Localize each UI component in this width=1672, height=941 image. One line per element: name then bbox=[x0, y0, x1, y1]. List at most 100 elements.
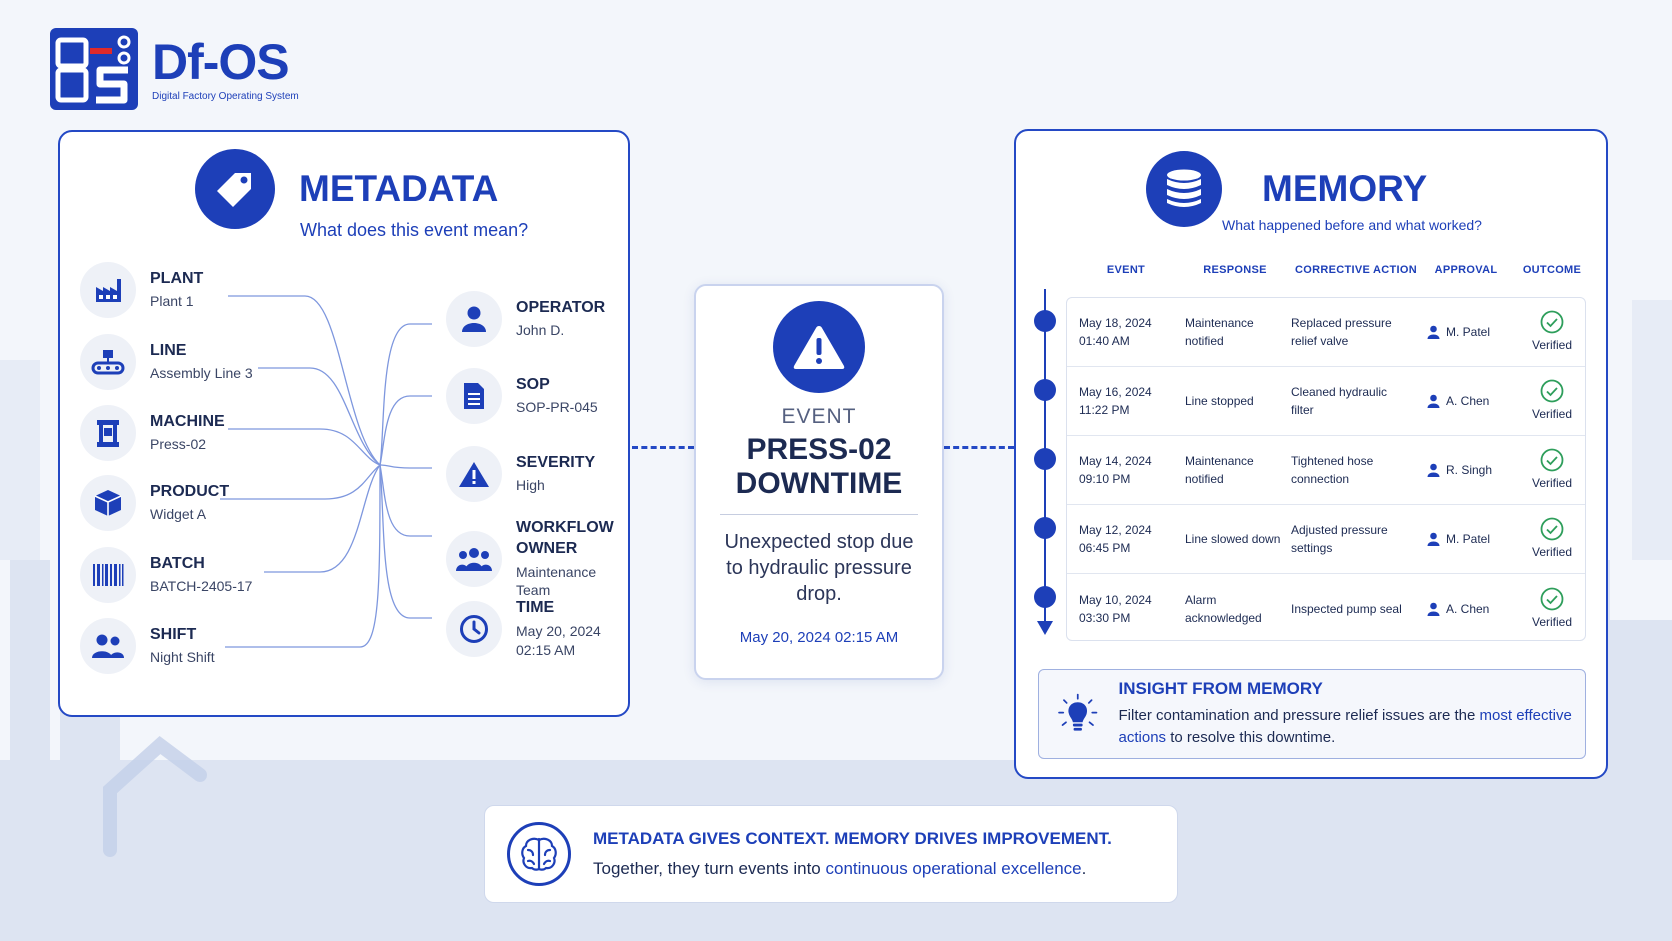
shift-label: SHIFT bbox=[150, 625, 197, 643]
batch-label: BATCH bbox=[150, 554, 205, 572]
plant-value: Plant 1 bbox=[150, 293, 194, 310]
event-card: EVENT PRESS-02 DOWNTIME Unexpected stop … bbox=[694, 284, 944, 680]
event-title: PRESS-02 DOWNTIME bbox=[735, 433, 903, 500]
col-approval: APPROVAL bbox=[1434, 264, 1498, 276]
sop-label: SOP bbox=[516, 375, 550, 393]
brand-logo: Df-OS Digital Factory Operating System bbox=[50, 28, 299, 110]
workflow-owner-value: Maintenance Team bbox=[516, 563, 597, 599]
footer-highlight: continuous operational excellence bbox=[825, 859, 1082, 878]
row-approver: A. Chen bbox=[1446, 601, 1490, 616]
insight-text: Filter contamination and pressure relief… bbox=[1118, 707, 1572, 746]
row-outcome: Verified bbox=[1531, 476, 1573, 490]
sop-value: SOP-PR-045 bbox=[516, 399, 598, 416]
conveyor-icon bbox=[80, 334, 136, 390]
meta-item-operator: OPERATOR John D. bbox=[446, 291, 605, 347]
brand-name: Df-OS bbox=[152, 33, 290, 90]
meta-item-sop: SOP SOP-PR-045 bbox=[446, 368, 598, 424]
metadata-subtitle: What does this event mean? bbox=[300, 220, 529, 240]
row-time: 09:10 PM bbox=[1079, 472, 1131, 486]
check-circle-icon bbox=[1540, 448, 1564, 472]
document-icon bbox=[446, 368, 502, 424]
check-circle-icon bbox=[1540, 379, 1564, 403]
insight-highlight: most effective actions bbox=[1118, 707, 1572, 746]
memory-subtitle: What happened before and what worked? bbox=[1222, 217, 1482, 233]
machine-value: Press-02 bbox=[150, 436, 207, 453]
event-description: Unexpected stop due to hydraulic pressur… bbox=[724, 531, 914, 606]
user-icon bbox=[1427, 325, 1440, 339]
insight-box: INSIGHT FROM MEMORY Filter contamination… bbox=[1038, 669, 1586, 759]
table-row: May 14, 2024 09:10 PM Maintenance notifie… bbox=[1067, 436, 1585, 505]
col-corrective-action: CORRECTIVE ACTION bbox=[1294, 264, 1418, 276]
timeline-dot bbox=[1034, 310, 1056, 332]
plant-label: PLANT bbox=[150, 269, 204, 287]
row-response: Maintenance notified bbox=[1185, 454, 1254, 486]
col-event: EVENT bbox=[1106, 264, 1146, 276]
severity-label: SEVERITY bbox=[516, 453, 596, 471]
row-outcome: Verified bbox=[1531, 545, 1573, 559]
user-icon bbox=[1427, 602, 1440, 616]
row-action: Replaced pressure relief valve bbox=[1291, 316, 1392, 348]
metadata-header: METADATA bbox=[195, 149, 498, 229]
row-time: 01:40 AM bbox=[1079, 334, 1130, 348]
line-value: Assembly Line 3 bbox=[150, 365, 253, 382]
summary-footer: METADATA GIVES CONTEXT. MEMORY DRIVES IM… bbox=[484, 805, 1178, 903]
user-icon bbox=[1427, 394, 1440, 408]
operator-label: OPERATOR bbox=[516, 298, 606, 316]
row-response: Maintenance notified bbox=[1185, 316, 1254, 348]
meta-item-machine: MACHINE Press-02 bbox=[80, 405, 225, 461]
brand-tagline: Digital Factory Operating System bbox=[152, 90, 299, 102]
meta-item-line: LINE Assembly Line 3 bbox=[80, 334, 253, 390]
check-circle-icon bbox=[1540, 587, 1564, 610]
row-approver: M. Patel bbox=[1446, 532, 1491, 546]
timeline-dot bbox=[1034, 448, 1056, 470]
workflow-owner-label: WORKFLOW OWNER bbox=[516, 519, 614, 557]
event-divider bbox=[720, 514, 918, 516]
user-icon bbox=[446, 291, 502, 347]
row-action: Adjusted pressure settings bbox=[1291, 523, 1388, 555]
row-date: May 14, 2024 bbox=[1079, 454, 1152, 468]
meta-item-time: TIME May 20, 2024 02:15 AM bbox=[446, 598, 616, 660]
warning-icon bbox=[446, 446, 502, 502]
event-timestamp: May 20, 2024 02:15 AM bbox=[739, 629, 899, 647]
memory-title: MEMORY bbox=[1262, 168, 1428, 209]
team-icon bbox=[446, 531, 502, 588]
memory-table-header: EVENT RESPONSE CORRECTIVE ACTION APPROVA… bbox=[1016, 264, 1606, 280]
timeline-dot bbox=[1034, 586, 1056, 608]
row-outcome: Verified bbox=[1531, 407, 1573, 421]
row-approver: R. Singh bbox=[1446, 463, 1493, 477]
row-date: May 16, 2024 bbox=[1079, 385, 1152, 399]
row-date: May 10, 2024 bbox=[1079, 592, 1152, 607]
row-outcome: Verified bbox=[1531, 614, 1573, 629]
database-icon bbox=[1146, 151, 1222, 227]
footer-text: Together, they turn events into continuo… bbox=[593, 859, 1087, 878]
row-approver: A. Chen bbox=[1446, 394, 1490, 408]
batch-value: BATCH-2405-17 bbox=[150, 578, 253, 595]
line-label: LINE bbox=[150, 341, 187, 359]
metadata-title: METADATA bbox=[299, 168, 499, 209]
brain-icon bbox=[507, 822, 571, 886]
timeline-dot bbox=[1034, 517, 1056, 539]
meta-item-severity: SEVERITY High bbox=[446, 446, 595, 502]
row-date: May 12, 2024 bbox=[1079, 523, 1152, 537]
meta-item-shift: SHIFT Night Shift bbox=[80, 618, 215, 674]
tag-icon bbox=[195, 149, 275, 229]
clock-icon bbox=[446, 600, 502, 657]
metadata-panel: METADATA What does this event mean? PLAN… bbox=[58, 130, 630, 717]
lightbulb-icon bbox=[1058, 693, 1098, 731]
press-icon bbox=[80, 405, 136, 461]
barcode-icon bbox=[80, 547, 136, 603]
user-icon bbox=[1427, 532, 1440, 546]
row-time: 06:45 PM bbox=[1079, 541, 1131, 555]
box-icon bbox=[80, 475, 136, 531]
event-kicker: EVENT bbox=[781, 405, 857, 428]
machine-label: MACHINE bbox=[150, 412, 225, 430]
people-icon bbox=[80, 618, 136, 674]
row-outcome: Verified bbox=[1531, 338, 1573, 352]
check-circle-icon bbox=[1540, 310, 1564, 334]
meta-item-product: PRODUCT Widget A bbox=[80, 475, 229, 531]
